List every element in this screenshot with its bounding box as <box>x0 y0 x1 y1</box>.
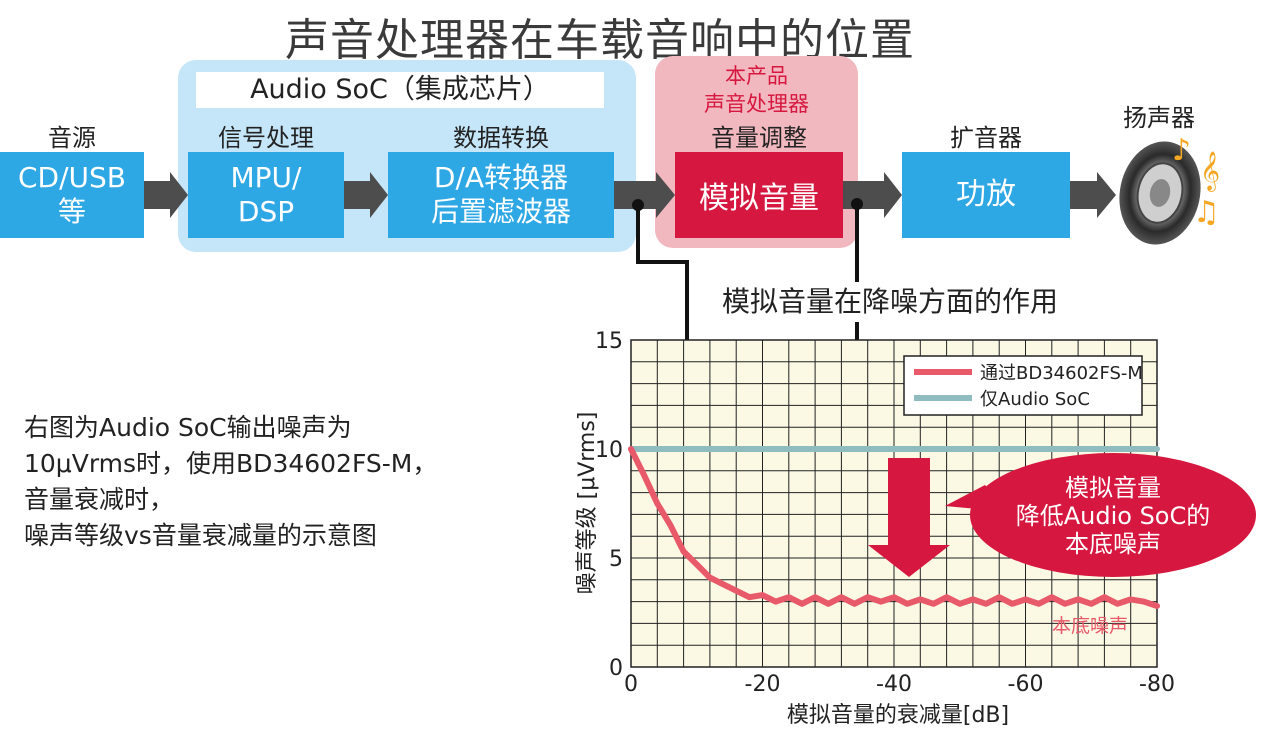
mpu-block-line1: MPU/ <box>230 161 302 194</box>
da-block-line2: 后置滤波器 <box>430 195 571 228</box>
x-tick-label: -40 <box>876 672 912 697</box>
x-tick-label: -80 <box>1139 672 1175 697</box>
y-tick-label: 15 <box>595 329 623 354</box>
x-tick-label: 0 <box>624 672 638 697</box>
callout-line3: 本底噪声 <box>1065 530 1161 558</box>
stage-label-amplifier: 扩音器 <box>950 124 1022 152</box>
y-tick-label: 0 <box>609 656 623 681</box>
x-tick-label: -20 <box>745 672 781 697</box>
x-axis-label: 模拟音量的衰减量[dB] <box>787 703 1009 728</box>
legend-label-audio-soc: 仅Audio SoC <box>980 389 1090 410</box>
callout-line2: 降低Audio SoC的 <box>1016 502 1211 530</box>
stage-label-signal: 信号处理 <box>218 124 314 152</box>
chart-description: 右图为Audio SoC输出噪声为 10μVrms时，使用BD34602FS-M… <box>24 410 437 554</box>
amplifier-block: 功放 <box>902 152 1070 238</box>
treble-clef-icon: 𝄞 <box>1200 151 1220 192</box>
speaker-label: 扬声器 <box>1123 104 1195 132</box>
description-line: 噪声等级vs音量衰减量的示意图 <box>24 521 377 550</box>
description-line: 10μVrms时，使用BD34602FS-M， <box>24 449 438 478</box>
y-axis-label: 噪声等级 [μVrms] <box>575 412 600 595</box>
series-line-bd34602 <box>628 446 1160 609</box>
noise-floor-label: 本底噪声 <box>1052 615 1128 637</box>
analog-volume-block: 模拟音量 <box>675 152 843 238</box>
da-converter-block: D/A转换器 后置滤波器 <box>388 152 614 238</box>
da-block-line1: D/A转换器 <box>433 161 569 194</box>
speaker-icon <box>1119 141 1201 245</box>
music-note-icon: ♫ <box>1193 195 1220 230</box>
chart-ticks: 0 -20 -40 -60 -80 0 5 10 15 <box>595 329 1175 697</box>
mpu-block-line2: DSP <box>237 195 295 228</box>
music-note-icon: ♪ <box>1172 133 1191 168</box>
soc-output-dot <box>632 199 644 211</box>
product-sublabel: 声音处理器 <box>704 92 809 116</box>
arrow-amp-to-speaker <box>1070 172 1116 218</box>
arrow-source-to-mpu <box>144 172 188 218</box>
section-title: 模拟音量在降噪方面的作用 <box>700 282 1080 322</box>
volume-output-dot <box>851 198 863 210</box>
callout-line1: 模拟音量 <box>1065 474 1161 502</box>
source-block-line1: CD/USB <box>17 161 127 194</box>
reduction-arrow <box>868 458 950 577</box>
y-tick-label: 10 <box>595 438 623 463</box>
description-line: 音量衰减时， <box>24 485 175 514</box>
product-label: 本产品 <box>725 64 788 88</box>
arrow-da-to-volume <box>614 172 675 218</box>
source-block: CD/USB 等 <box>0 152 144 238</box>
arrow-mpu-to-da <box>344 172 388 218</box>
stage-label-volume: 音量调整 <box>711 124 807 152</box>
chart-series <box>628 446 1160 609</box>
legend-box <box>903 355 1143 416</box>
chart-legend: 通过BD34602FS-M 仅Audio SoC <box>903 355 1143 416</box>
stage-label-source: 音源 <box>48 124 96 152</box>
callout-bubble <box>970 453 1256 577</box>
audio-soc-title: Audio SoC（集成芯片） <box>196 72 604 108</box>
source-block-line2: 等 <box>57 195 86 228</box>
stage-label-conversion: 数据转换 <box>453 124 549 152</box>
y-tick-label: 5 <box>609 547 623 572</box>
x-tick-label: -60 <box>1008 672 1044 697</box>
mpu-dsp-block: MPU/ DSP <box>188 152 344 238</box>
description-line: 右图为Audio SoC输出噪声为 <box>24 413 352 442</box>
legend-label-bd34602: 通过BD34602FS-M <box>980 363 1143 384</box>
